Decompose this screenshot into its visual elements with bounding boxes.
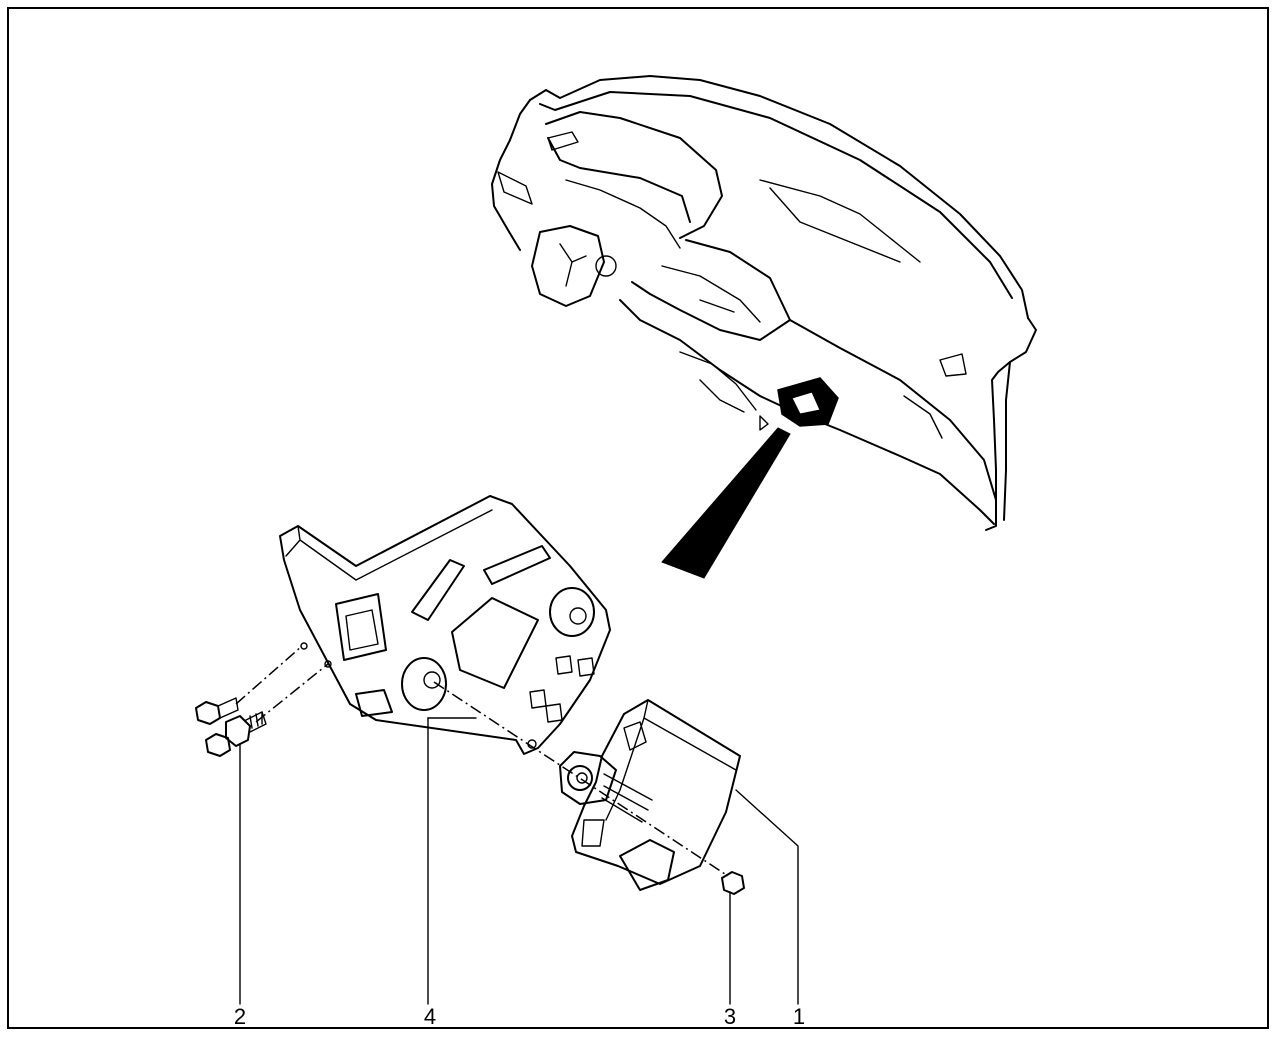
mounting-bracket-illustration <box>279 495 611 755</box>
diagram-frame <box>7 7 1269 1029</box>
bolt-illustration <box>195 697 267 757</box>
control-module-illustration <box>559 699 741 891</box>
location-pointer-wedge <box>661 427 791 579</box>
nut-illustration <box>721 871 745 895</box>
callout-1: 1 <box>793 1004 805 1029</box>
instrument-panel-illustration <box>491 75 1037 531</box>
leader-lines <box>239 717 799 1005</box>
callout-3: 3 <box>724 1004 736 1029</box>
callout-2: 2 <box>234 1004 246 1029</box>
callout-4: 4 <box>424 1004 436 1029</box>
assembly-lines <box>235 645 729 877</box>
